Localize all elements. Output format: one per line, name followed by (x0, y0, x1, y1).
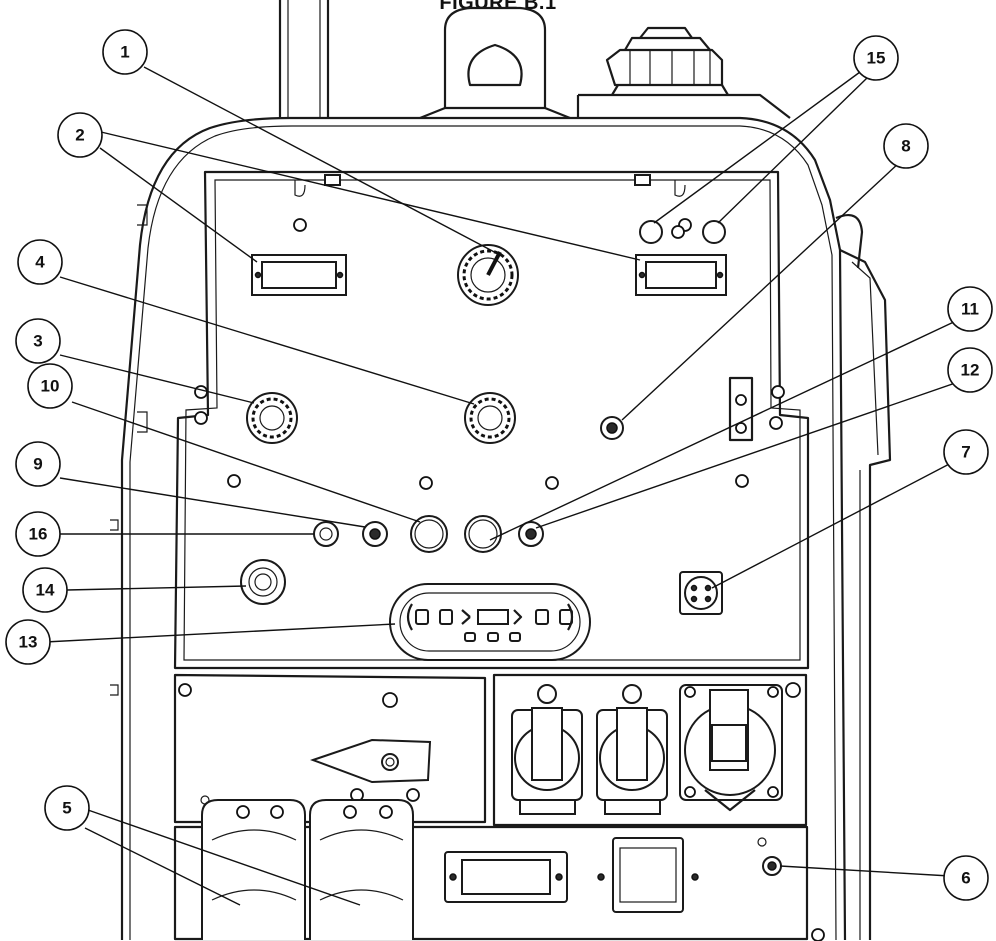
receptacles (492, 673, 808, 827)
callout-14: 14 (22, 567, 68, 613)
callout-9-label: 9 (33, 455, 42, 474)
callout-12: 12 (947, 347, 993, 393)
callout-1: 1 (102, 29, 148, 75)
callout-14-label: 14 (36, 581, 55, 600)
knobs (246, 392, 516, 444)
callout-6-label: 6 (961, 869, 970, 888)
callout-4-label: 4 (35, 253, 45, 272)
callout-13-label: 13 (19, 633, 38, 652)
output-strip (173, 799, 825, 941)
callout-2: 2 (57, 112, 103, 158)
machine-housing (110, 116, 892, 941)
callout-12-label: 12 (961, 361, 980, 380)
callout-3: 3 (15, 318, 61, 364)
callout-16: 16 (15, 511, 61, 557)
push-button-14 (240, 559, 286, 605)
remote-connector-7 (679, 571, 723, 615)
callout-15-label: 15 (867, 49, 886, 68)
callout-9: 9 (15, 441, 61, 487)
panel-bracket (728, 376, 754, 442)
lower-left-panel (173, 673, 487, 824)
exhaust-pipe (278, 0, 330, 118)
callout-10: 10 (27, 363, 73, 409)
panel-screws (194, 218, 785, 490)
callout-2-label: 2 (75, 126, 84, 145)
fuel-cap (576, 26, 791, 119)
callout-11: 11 (947, 286, 993, 332)
callout-5: 5 (44, 785, 90, 831)
hour-meters (251, 254, 727, 296)
output-control-knob (457, 244, 519, 306)
callout-6: 6 (943, 855, 989, 901)
callout-7-label: 7 (961, 443, 970, 462)
leader-lines (44, 66, 965, 906)
callout-8-label: 8 (901, 137, 910, 156)
callout-10-label: 10 (41, 377, 60, 396)
lifting-bail (419, 6, 571, 120)
indicator-lights (639, 220, 726, 244)
callout-16-label: 16 (29, 525, 48, 544)
callout-3-label: 3 (33, 332, 42, 351)
callout-1-label: 1 (120, 43, 129, 62)
callout-11-label: 11 (961, 300, 979, 319)
switch-row (313, 515, 544, 553)
callout-4: 4 (17, 239, 63, 285)
callout-15: 15 (853, 35, 899, 81)
toggle-switch-8 (600, 416, 624, 440)
control-display-13 (389, 583, 591, 661)
callout-8: 8 (883, 123, 929, 169)
callout-13: 13 (5, 619, 51, 665)
callout-5-label: 5 (62, 799, 71, 818)
callout-7: 7 (943, 429, 989, 475)
